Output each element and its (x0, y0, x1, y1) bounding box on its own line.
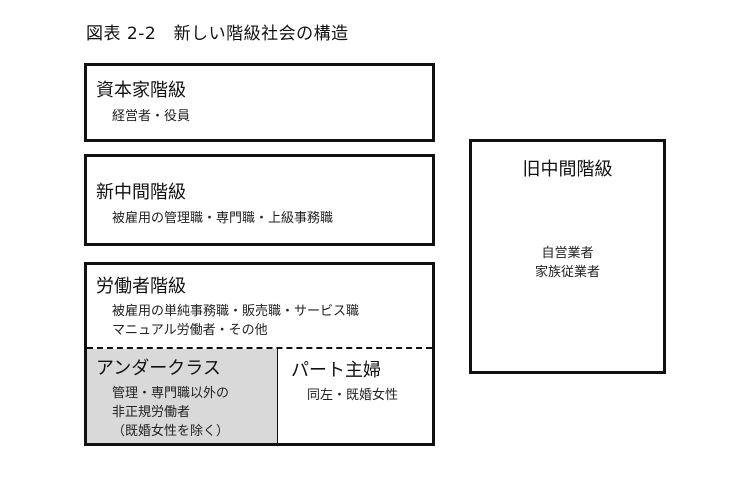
underclass-cell: アンダークラス 管理・専門職以外の 非正規労働者 （既婚女性を除く） (87, 349, 278, 443)
old-middle-class-box: 旧中間階級 自営業者 家族従業者 (469, 139, 666, 374)
working-member-line: 被雇用の単純事務職・販売職・サービス職 (112, 304, 360, 319)
underclass-members: 管理・専門職以外の 非正規労働者 （既婚女性を除く） (112, 384, 229, 441)
old-middle-class-name: 旧中間階級 (522, 159, 613, 180)
old-middle-member-line: 家族従業者 (534, 265, 600, 280)
working-class-dashed-divider (87, 347, 432, 349)
new-middle-member-line: 被雇用の管理職・専門職・上級事務職 (112, 211, 334, 226)
old-middle-member-line: 自営業者 (541, 246, 594, 261)
underclass-name: アンダークラス (96, 358, 221, 379)
new-middle-class-box: 新中間階級 被雇用の管理職・専門職・上級事務職 (84, 154, 435, 246)
new-middle-class-name: 新中間階級 (96, 182, 186, 203)
capitalist-class-box: 資本家階級 経営者・役員 (84, 63, 435, 142)
figure-title: 図表 2-2 新しい階級社会の構造 (86, 24, 349, 44)
working-class-box: 労働者階級 被雇用の単純事務職・販売職・サービス職 マニュアル労働者・その他 ア… (84, 262, 435, 446)
part-time-housewife-members: 同左・既婚女性 (307, 386, 398, 405)
capitalist-class-members: 経営者・役員 (112, 107, 190, 126)
working-member-line: マニュアル労働者・その他 (112, 323, 268, 338)
new-middle-class-members: 被雇用の管理職・専門職・上級事務職 (112, 209, 333, 228)
capitalist-member-line: 経営者・役員 (112, 109, 191, 124)
working-class-members: 被雇用の単純事務職・販売職・サービス職 マニュアル労働者・その他 (112, 302, 359, 340)
old-middle-class-members: 自営業者 家族従業者 (472, 244, 663, 282)
part-time-housewife-cell: パート主婦 同左・既婚女性 (278, 349, 432, 443)
part-time-housewife-name: パート主婦 (291, 360, 381, 381)
part-time-housewife-member-line: 同左・既婚女性 (307, 388, 399, 403)
underclass-member-line: （既婚女性を除く） (112, 424, 230, 439)
capitalist-class-name: 資本家階級 (96, 80, 186, 101)
underclass-member-line: 非正規労働者 (112, 405, 191, 420)
working-class-name: 労働者階級 (96, 276, 186, 297)
underclass-member-line: 管理・専門職以外の (112, 386, 230, 401)
